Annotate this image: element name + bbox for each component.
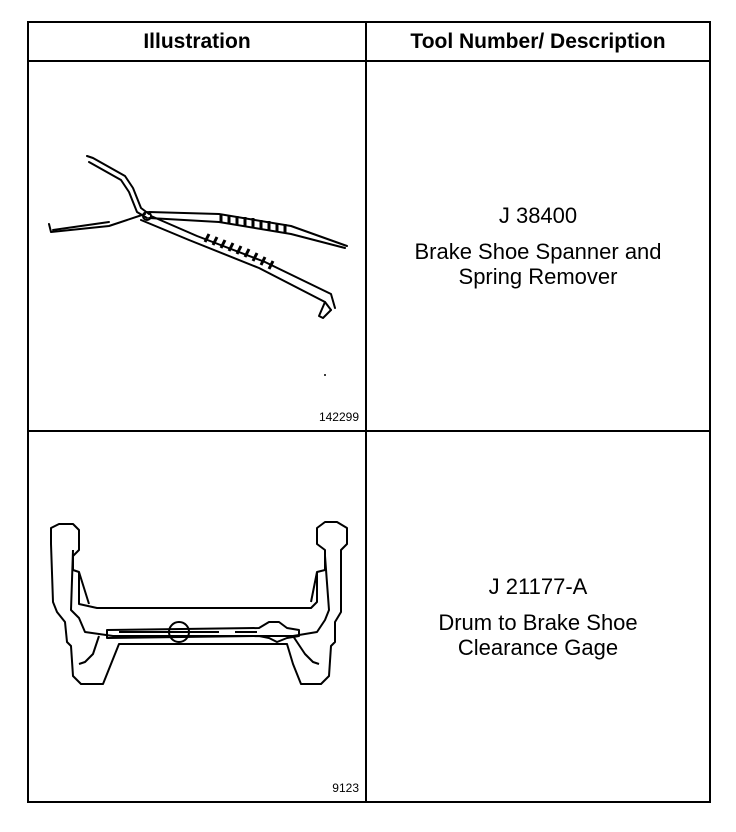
figure-id: 9123 [332, 781, 359, 795]
tool-number: J 21177-A [488, 573, 588, 599]
figure-id: 142299 [318, 410, 359, 424]
tool-description-line: Clearance Gage [457, 634, 619, 660]
tool-description-line: Spring Remover [458, 264, 618, 289]
header-illustration: Illustration [29, 23, 367, 62]
clearance-gage-illustration [50, 521, 348, 685]
tool-number: J 38400 [498, 203, 578, 228]
tool-table: Illustration Tool Number/ Description [27, 21, 711, 803]
illustration-cell-1: 142299 [29, 62, 367, 432]
description-cell-1: J 38400 Brake Shoe Spanner and Spring Re… [367, 62, 709, 432]
description-cell-2: J 21177-A Drum to Brake Shoe Clearance G… [367, 432, 709, 801]
header-tool-description: Tool Number/ Description [367, 23, 709, 62]
tool-description-line: Brake Shoe Spanner and [414, 239, 662, 264]
tool-description-line: Drum to Brake Shoe [438, 609, 638, 635]
illustration-cell-2: 9123 [29, 432, 367, 801]
spanner-pliers-illustration [48, 155, 348, 376]
